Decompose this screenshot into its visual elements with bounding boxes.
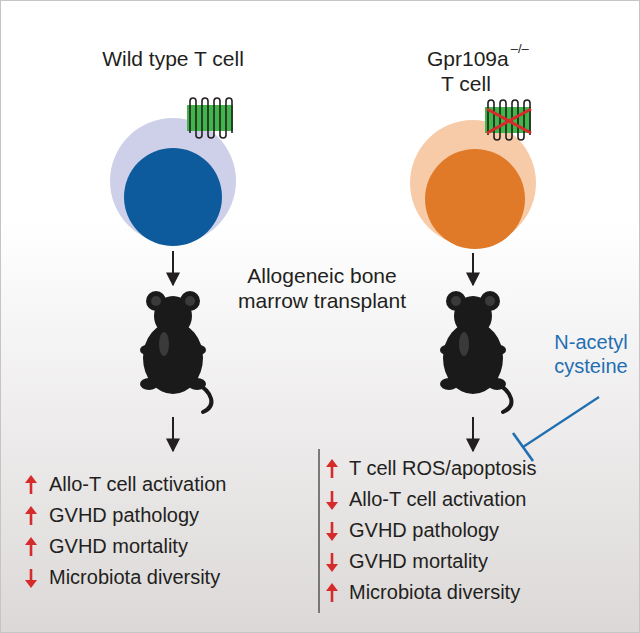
cell-heading: Gpr109a <box>427 47 509 72</box>
knockout-cross <box>487 109 531 133</box>
outcome-item: Microbiota diversity <box>49 566 220 590</box>
outcome-item: GVHD pathology <box>49 504 199 528</box>
superscript: –/– <box>511 41 529 56</box>
divider-line <box>318 449 320 613</box>
cell-nucleus <box>124 148 222 246</box>
flow-arrow <box>472 417 474 451</box>
treatment-label: N-acetyl cysteine <box>548 331 634 378</box>
outcome-item: GVHD pathology <box>349 519 499 543</box>
outcome-item: GVHD mortality <box>49 535 188 559</box>
transplant-label: Allogeneic bone marrow transplant <box>227 264 417 314</box>
outcome-item: Microbiota diversity <box>349 581 520 605</box>
flow-arrow <box>172 417 174 451</box>
cell-nucleus <box>425 149 525 249</box>
cell-heading: T cell <box>441 72 491 97</box>
outcome-item: T cell ROS/apoptosis <box>349 457 537 481</box>
outcome-item: Allo-T cell activation <box>49 473 226 497</box>
cell-heading: Wild type T cell <box>93 47 253 72</box>
inhibition-line <box>513 397 599 461</box>
outcome-item: Allo-T cell activation <box>349 488 526 512</box>
flow-arrow <box>472 253 474 285</box>
outcome-item: GVHD mortality <box>349 550 488 574</box>
flow-arrow <box>172 251 174 285</box>
